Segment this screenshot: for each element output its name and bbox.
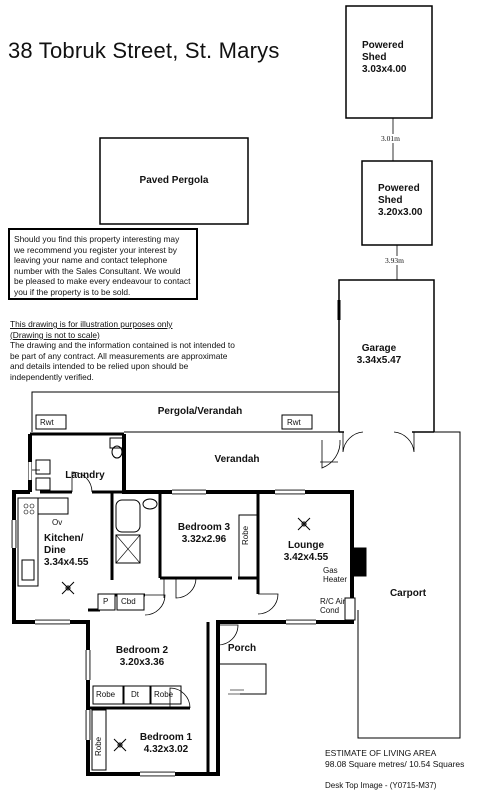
pergola-label: Paved Pergola	[139, 175, 209, 186]
image-reference: Desk Top Image - (Y0715-M37)	[325, 781, 437, 790]
kitchen-dim: 3.34x4.55	[44, 557, 89, 568]
garage-label: Garage 3.34x5.47	[339, 343, 419, 367]
lounge-dim: 3.42x4.55	[283, 552, 329, 563]
bedroom-2-label: Bedroom 2 3.20x3.36	[96, 645, 188, 669]
lounge-name: Lounge	[287, 540, 325, 551]
shed-2-dim: 3.20x3.00	[378, 207, 423, 218]
laundry-label: Laundry	[65, 470, 105, 481]
garage-outline	[338, 279, 435, 432]
bedroom-3-label: Bedroom 3 3.32x2.96	[168, 522, 240, 546]
shed-1-dim: 3.03x4.00	[362, 64, 407, 75]
register-interest-note: Should you find this property interestin…	[8, 228, 198, 300]
shed-1-name: Powered Shed	[362, 40, 404, 63]
aircond-label: R/C Air Cond	[320, 597, 346, 615]
cupboard-label: Cbd	[121, 597, 136, 606]
disclaimer-line-1: This drawing is for illustration purpose…	[10, 319, 173, 329]
shed-2-label: Powered Shed 3.20x3.00	[364, 183, 444, 219]
pergola-outline	[99, 137, 249, 225]
bedroom-3-name: Bedroom 3	[177, 522, 231, 533]
garage-name: Garage	[361, 343, 397, 354]
porch-outline	[218, 663, 267, 695]
bedroom-3-dim: 3.32x2.96	[181, 534, 227, 545]
pergola-verandah-label: Pergola/Verandah	[157, 406, 243, 417]
robe-label-bed1: Robe	[94, 736, 103, 756]
ceiling-fan-icons	[61, 517, 311, 752]
robe-label-bed3: Robe	[241, 525, 250, 545]
shed-1-label: Powered Shed 3.03x4.00	[348, 40, 440, 76]
estimate-value: 98.08 Square metres/ 10.54 Squares	[325, 759, 465, 769]
shed-2-name: Powered Shed	[378, 183, 420, 206]
rwt-label-2: Rwt	[287, 418, 301, 427]
robe-label-bed2b: Robe	[154, 690, 174, 699]
disclaimer-body: The drawing and the information containe…	[10, 340, 235, 382]
gas-heater-label: Gas Heater	[323, 566, 348, 584]
verandah-outline	[31, 391, 339, 432]
bedroom-1-dim: 4.32x3.02	[143, 744, 189, 755]
bedroom-2-dim: 3.20x3.36	[119, 657, 165, 668]
carport-label: Carport	[389, 588, 427, 599]
kitchen-name: Kitchen/ Dine	[44, 533, 84, 556]
bedroom-1-label: Bedroom 1 4.32x3.02	[128, 732, 204, 756]
kitchen-label: Kitchen/ Dine 3.34x4.55	[44, 533, 102, 569]
estimate-heading: ESTIMATE OF LIVING AREA	[325, 748, 437, 758]
lounge-label: Lounge 3.42x4.55	[270, 540, 342, 564]
bedroom-2-name: Bedroom 2	[115, 645, 169, 656]
shed-gap-distance: 3.01m	[380, 134, 401, 143]
property-title: 38 Tobruk Street, St. Marys	[8, 38, 280, 63]
robe-label-bed2a: Robe	[96, 690, 116, 699]
garage-dim: 3.34x5.47	[356, 355, 402, 366]
house-walls	[12, 432, 354, 776]
oven-label: Ov	[52, 518, 63, 527]
disclaimer: This drawing is for illustration purpose…	[10, 319, 240, 383]
disclaimer-line-2: (Drawing is not to scale)	[10, 329, 100, 340]
verandah-label: Verandah	[214, 454, 260, 465]
garage-gap-distance: 3.93m	[384, 256, 405, 265]
rwt-label-1: Rwt	[40, 418, 54, 427]
living-area-estimate: ESTIMATE OF LIVING AREA 98.08 Square met…	[325, 748, 464, 770]
dt-label: Dt	[131, 690, 139, 699]
bedroom-1-name: Bedroom 1	[139, 732, 193, 743]
porch-label: Porch	[227, 643, 257, 654]
carport-outline	[357, 431, 461, 739]
pantry-label: P	[103, 597, 109, 606]
